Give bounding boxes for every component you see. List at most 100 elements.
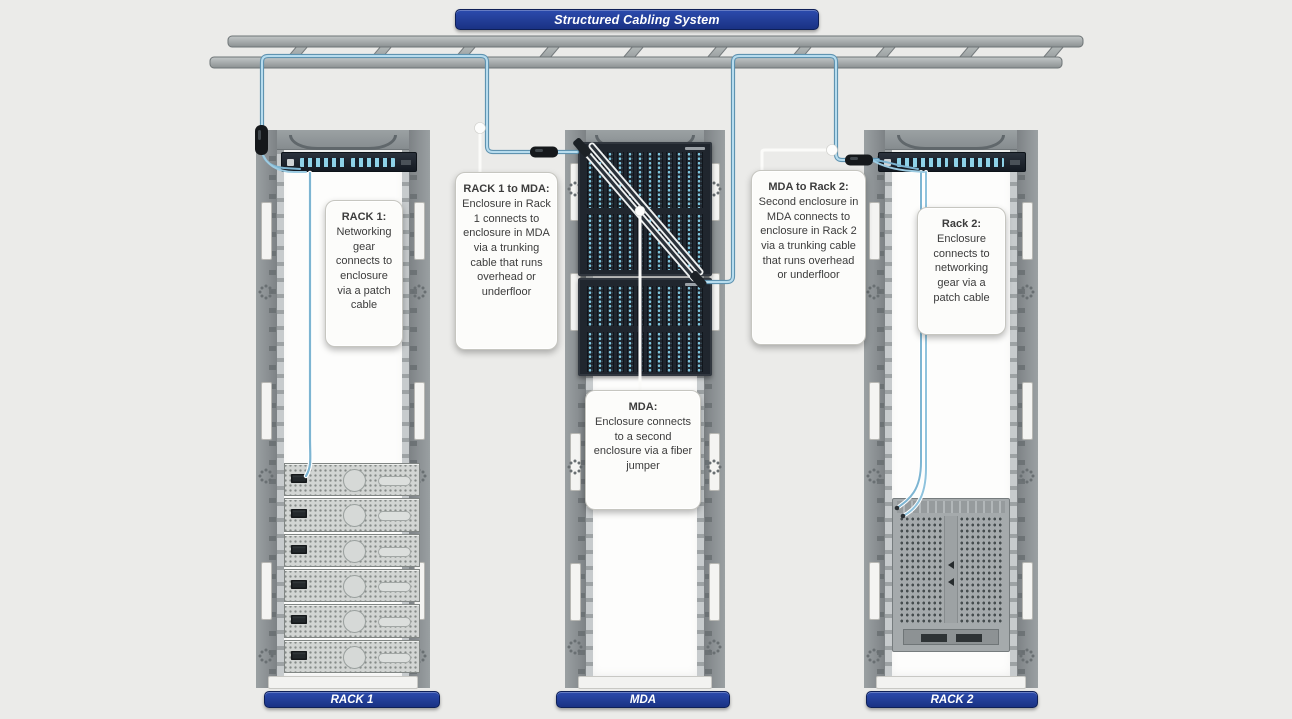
vent-dots bbox=[1025, 290, 1029, 294]
vent-dots bbox=[264, 654, 268, 658]
rail-slot bbox=[261, 382, 272, 440]
panel-port-group bbox=[953, 157, 1004, 167]
rail-slot bbox=[261, 562, 272, 620]
ladder-bottom-rail bbox=[209, 56, 1063, 69]
server-dial bbox=[342, 645, 366, 669]
fiber-module-row bbox=[587, 152, 704, 208]
switch-center-divider bbox=[944, 516, 958, 623]
server-unit bbox=[284, 604, 420, 638]
callout-heading: MDA: bbox=[628, 401, 658, 413]
rail-slot bbox=[570, 563, 581, 621]
rail-slot bbox=[869, 562, 880, 620]
rail-slot bbox=[709, 433, 720, 491]
rail-slot bbox=[1022, 202, 1033, 260]
rack-2-left-rail bbox=[864, 130, 885, 688]
rack-1-frame bbox=[256, 130, 430, 688]
server-unit bbox=[284, 533, 420, 567]
switch-port-bank-left bbox=[899, 516, 943, 623]
panel-port-group bbox=[350, 157, 395, 167]
server-nic-port bbox=[291, 509, 307, 519]
vent-dots bbox=[417, 290, 421, 294]
callout-mda: MDA: Enclosure connects to a second encl… bbox=[585, 390, 701, 510]
rack-2-patch-panel bbox=[878, 152, 1026, 172]
server-unit bbox=[284, 639, 420, 673]
mda-fiber-enclosure-2 bbox=[578, 278, 712, 376]
panel-port-group bbox=[300, 157, 345, 167]
panel-port-group bbox=[897, 157, 948, 167]
vent-dots bbox=[712, 465, 716, 469]
rack-mda-base bbox=[578, 676, 712, 689]
rail-slot bbox=[1022, 562, 1033, 620]
vent-dots bbox=[573, 645, 577, 649]
vent-dots bbox=[872, 474, 876, 478]
rack-mda-label: MDA bbox=[556, 691, 730, 708]
server-badge bbox=[378, 546, 411, 557]
vent-dots bbox=[264, 474, 268, 478]
vent-dots bbox=[1025, 474, 1029, 478]
ladder-rungs bbox=[279, 38, 1072, 66]
fiber-module-row bbox=[587, 286, 704, 326]
callout-body: Networking gear connects to enclosure vi… bbox=[335, 226, 393, 312]
vent-dots bbox=[573, 187, 577, 191]
panel-chip bbox=[401, 159, 411, 165]
callout-body: Enclosure connects to networking gear vi… bbox=[933, 233, 990, 304]
callout-heading: Rack 2: bbox=[941, 218, 982, 230]
server-dial bbox=[342, 610, 366, 634]
vent-dots bbox=[872, 290, 876, 294]
fiber-module-row bbox=[587, 214, 704, 270]
server-unit bbox=[284, 463, 420, 497]
vent-dots bbox=[1025, 654, 1029, 658]
rack-1-base bbox=[268, 676, 418, 689]
rack-2-right-rail bbox=[1017, 130, 1038, 688]
rack-1-left-rail bbox=[256, 130, 277, 688]
title-banner: Structured Cabling System bbox=[455, 9, 819, 30]
rail-slot bbox=[261, 202, 272, 260]
cable-manager-arc bbox=[289, 135, 397, 150]
rack-2-base bbox=[876, 676, 1026, 689]
switch-port-bank-right bbox=[959, 516, 1003, 623]
callout-body: Second enclosure in MDA connects to encl… bbox=[758, 196, 859, 282]
server-dial bbox=[342, 504, 366, 528]
rack-1-servers bbox=[284, 463, 420, 673]
rack-2-label: RACK 2 bbox=[866, 691, 1038, 708]
server-nic-port bbox=[291, 474, 307, 483]
vent-dots bbox=[264, 290, 268, 294]
rail-slot bbox=[709, 563, 720, 621]
rail-slot bbox=[414, 202, 425, 260]
panel-led bbox=[287, 158, 294, 166]
mda-fiber-enclosure-1 bbox=[578, 142, 712, 276]
rack-1-label: RACK 1 bbox=[264, 691, 440, 708]
vent-dots bbox=[712, 187, 716, 191]
server-nic-port bbox=[291, 650, 307, 660]
server-unit bbox=[284, 568, 420, 603]
server-badge bbox=[378, 581, 411, 592]
callout-heading: MDA to Rack 2: bbox=[768, 181, 849, 193]
server-dial bbox=[342, 469, 366, 492]
vent-dots bbox=[573, 465, 577, 469]
callout-body: Enclosure connects to a second enclosure… bbox=[593, 416, 693, 472]
panel-led bbox=[884, 158, 891, 166]
callout-rack1: RACK 1: Networking gear connects to encl… bbox=[325, 200, 403, 347]
server-badge bbox=[378, 511, 411, 522]
callout-heading: RACK 1: bbox=[341, 211, 387, 223]
server-dial bbox=[342, 539, 366, 563]
rail-slot bbox=[869, 382, 880, 440]
callout-mda-to-rack2: MDA to Rack 2: Second enclosure in MDA c… bbox=[751, 170, 866, 345]
rail-slot bbox=[414, 382, 425, 440]
rail-slot bbox=[869, 202, 880, 260]
mounting-rail bbox=[277, 150, 284, 680]
server-badge bbox=[378, 617, 411, 628]
callout-rack1-to-mda: RACK 1 to MDA: Enclosure in Rack 1 conne… bbox=[455, 172, 558, 350]
rack-1-patch-panel bbox=[281, 152, 417, 172]
rack-1-top-bar bbox=[256, 130, 430, 150]
callout-rack2: Rack 2: Enclosure connects to networking… bbox=[917, 207, 1006, 335]
switch-vent-slats bbox=[897, 501, 1005, 513]
mounting-rail bbox=[402, 150, 409, 680]
panel-chip bbox=[1010, 159, 1020, 165]
rack-2-top-bar bbox=[864, 130, 1038, 150]
fiber-module-row bbox=[587, 332, 704, 372]
ladder-top-rail bbox=[227, 35, 1084, 48]
server-nic-port bbox=[291, 544, 307, 554]
switch-power-strip bbox=[903, 629, 999, 645]
